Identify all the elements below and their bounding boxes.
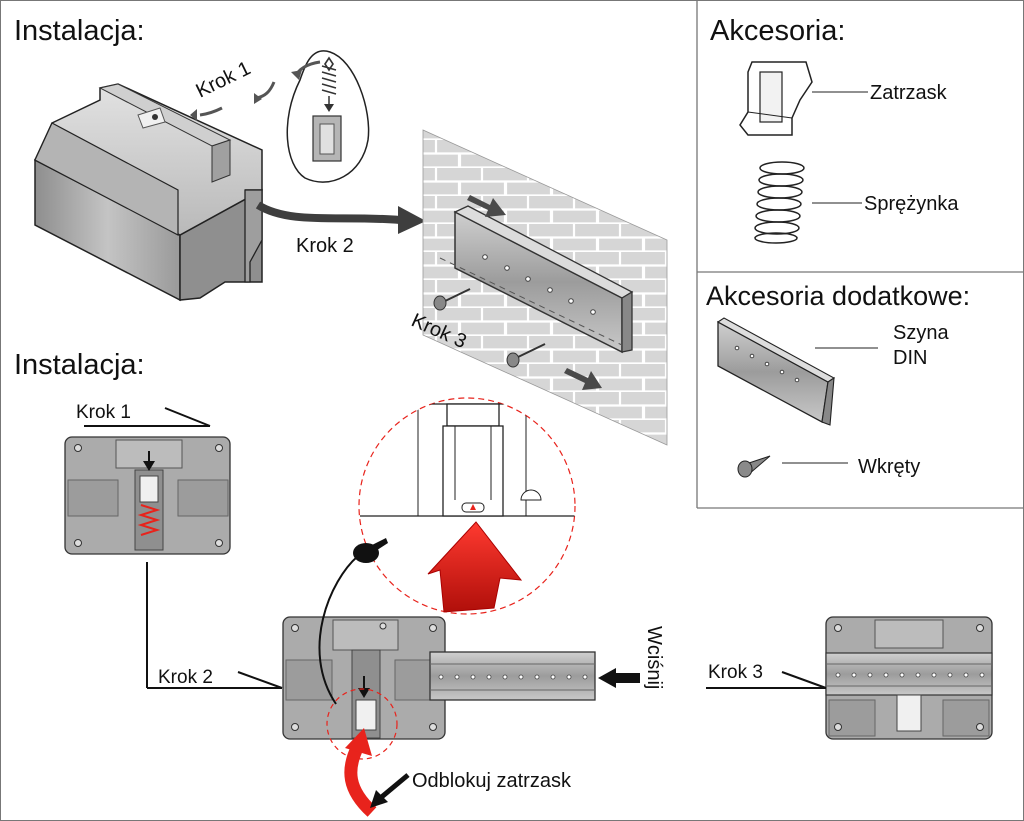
latch-insert-callout [286, 50, 370, 183]
latch-highlight-circle [326, 688, 398, 760]
rail-label-line2: DIN [893, 347, 927, 369]
top-section-title: Instalacja: [14, 15, 145, 47]
unlock-arrow-icon [344, 743, 377, 817]
top-step2-label: Krok 2 [296, 235, 354, 257]
arrow-head-icon [370, 790, 388, 808]
leader-line [164, 407, 211, 427]
accessory-spring-label: Sprężynka [864, 193, 959, 215]
screw-icon [433, 288, 471, 311]
push-arrow-icon [564, 368, 602, 390]
bottom-step1-label: Krok 1 [76, 402, 131, 423]
press-label: Wciśnij [643, 626, 665, 689]
accessory-latch-label: Zatrzask [870, 82, 948, 104]
bottom-section-title: Instalacja: [14, 349, 145, 381]
arrow-head-icon [190, 109, 197, 121]
arrow-head-icon [398, 206, 426, 234]
din-rail-icon [716, 317, 836, 426]
arrow-head-icon [291, 70, 302, 80]
extra-accessories-title: Akcesoria dodatkowe: [706, 281, 970, 311]
screws-label: Wkręty [858, 456, 920, 478]
device-front-step3 [825, 616, 993, 740]
leader-line [237, 671, 283, 689]
press-arrow-icon [598, 668, 640, 688]
push-up-arrow-icon [427, 521, 523, 613]
unlock-label: Odblokuj zatrzask [412, 770, 572, 792]
curved-arrow-icon [199, 106, 223, 117]
step2-arrow-icon [255, 201, 401, 224]
screw-icon [506, 343, 546, 368]
arrow-head-icon [254, 93, 262, 104]
curved-arrow-icon [256, 81, 276, 100]
accessories-title: Akcesoria: [710, 15, 845, 47]
hand-pointer-icon [353, 538, 388, 563]
screw-icon [737, 455, 771, 478]
bottom-step2-label: Krok 2 [158, 667, 213, 688]
arrow-head-icon [345, 728, 372, 756]
rail-label-line1: Szyna [893, 322, 949, 344]
din-rail-wall-illustration [439, 205, 634, 354]
pointer-arrow-icon [376, 773, 410, 802]
latch-icon [739, 61, 813, 136]
spring-icon [754, 161, 805, 244]
top-step1-label: Krok 1 [193, 57, 255, 102]
push-arrow-icon [467, 195, 506, 217]
bottom-step3-label: Krok 3 [708, 662, 763, 683]
device-3d-illustration [34, 83, 263, 302]
device-front-step1 [64, 436, 231, 555]
leader-line [781, 671, 827, 689]
din-rail-front [429, 651, 596, 701]
pointer-line [318, 555, 359, 705]
device-front-step2 [282, 616, 446, 740]
